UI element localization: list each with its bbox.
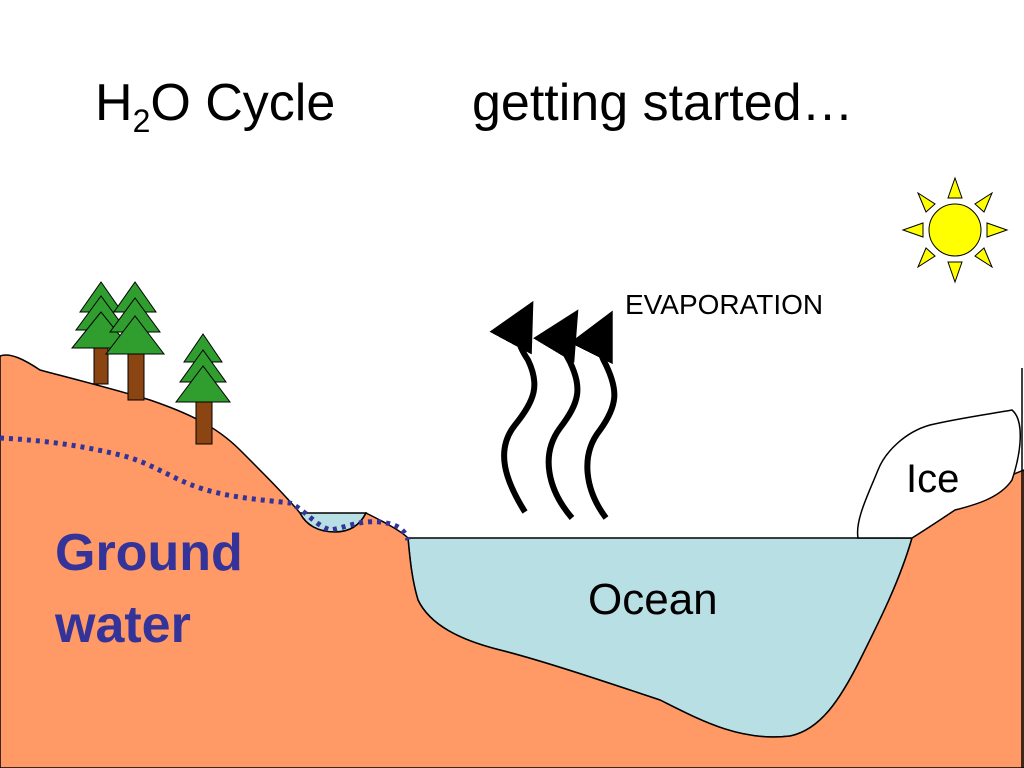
page-subtitle: getting started… — [472, 74, 854, 132]
groundwater-label-line1: Ground — [55, 524, 243, 582]
wavy-up-arrow-icon — [569, 310, 618, 520]
groundwater-table-line — [0, 435, 411, 541]
pine-tree-icon — [104, 281, 166, 401]
evaporation-label: EVAPORATION — [625, 289, 823, 320]
pine-tree-icon — [70, 281, 132, 385]
wavy-up-arrow-icon — [533, 309, 581, 520]
groundwater-label-line2: water — [54, 596, 191, 654]
ice-label: Ice — [906, 457, 959, 501]
wavy-up-arrow-icon — [489, 300, 538, 514]
left-land — [0, 354, 1024, 768]
sun-icon — [901, 176, 1009, 284]
ocean-label: Ocean — [588, 575, 718, 624]
ice-block — [856, 409, 1021, 539]
page-title: H2O Cycle — [95, 74, 335, 139]
pine-tree-icon — [175, 333, 231, 445]
